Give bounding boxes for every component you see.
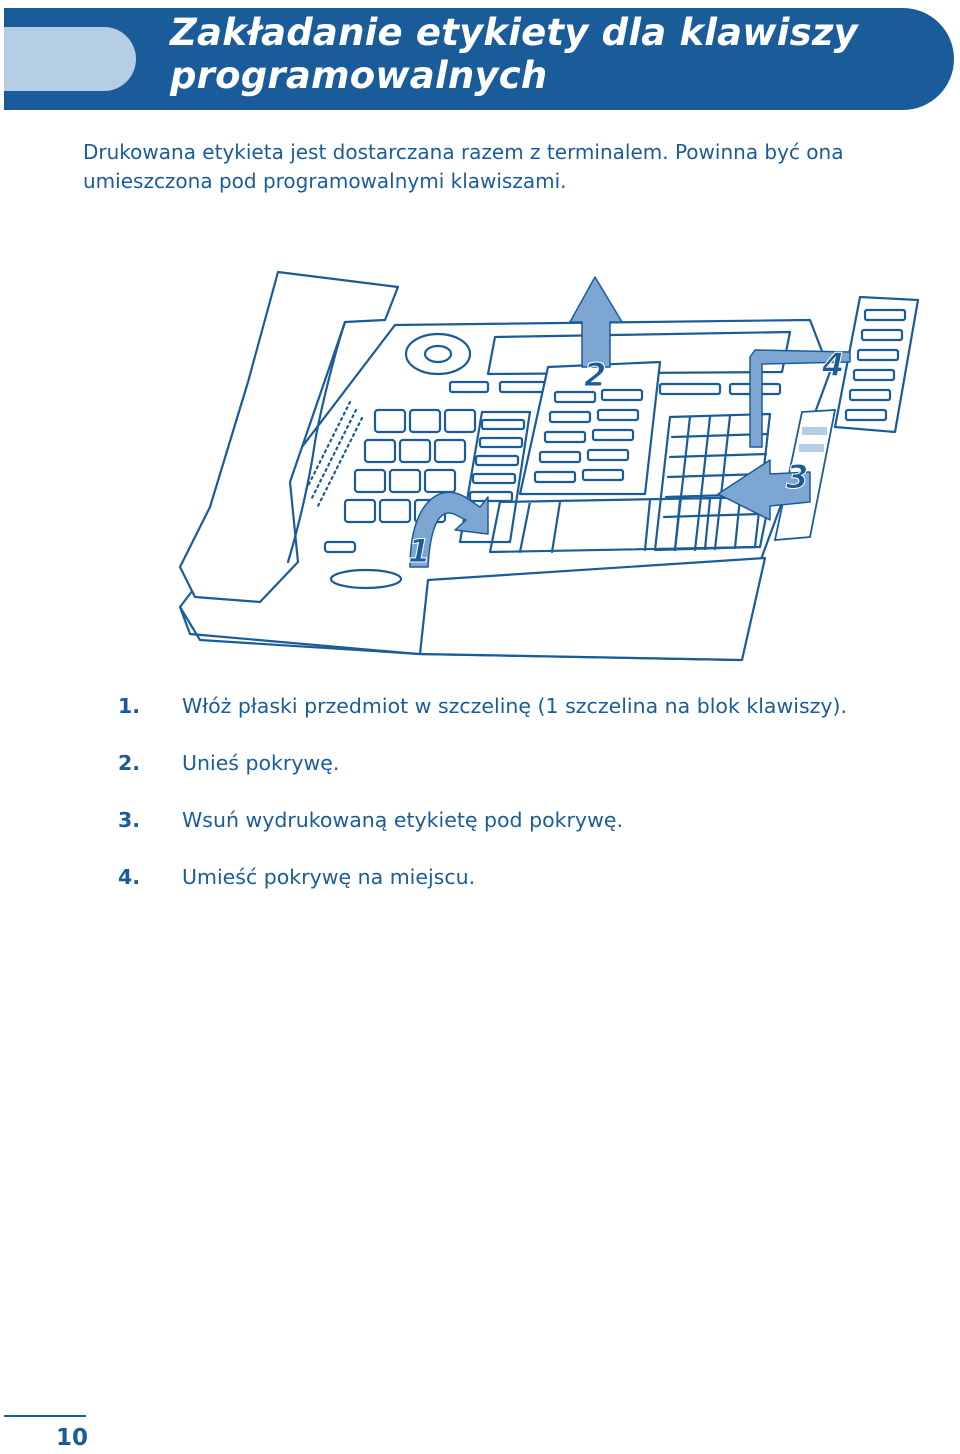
handset-icon <box>178 270 400 604</box>
step-text: Umieść pokrywę na miejscu. <box>182 865 476 889</box>
key-grid-columns <box>653 412 772 552</box>
instruction-arrows <box>409 276 851 568</box>
key-cover-right <box>833 295 920 434</box>
step-number: 1. <box>118 694 141 718</box>
footer-rule <box>4 1415 86 1417</box>
page-number: 10 <box>56 1425 89 1451</box>
navigator-center <box>423 344 453 364</box>
function-key <box>658 382 722 396</box>
phone-base-edge <box>178 605 420 656</box>
page-title: Zakładanie etykiety dla klawiszy program… <box>170 11 858 97</box>
programmable-keys-left <box>458 410 532 544</box>
step-text: Wsuń wydrukowaną etykietę pod pokrywę. <box>182 808 623 832</box>
callout-3: 3 <box>786 458 808 496</box>
intro-line-2: umieszczona pod programowalnymi klawisza… <box>83 169 567 193</box>
lifted-key-cover <box>518 360 662 496</box>
step-number: 4. <box>118 865 141 889</box>
volume-key <box>329 568 403 590</box>
arrow-place-icon <box>749 349 851 448</box>
speaker-grille <box>303 400 364 510</box>
display-recess <box>486 330 792 376</box>
page-title-line-2: programowalnych <box>170 54 548 97</box>
intro-paragraph: Drukowana etykieta jest dostarczana raze… <box>83 138 923 196</box>
step-text: Unieś pokrywę. <box>182 751 340 775</box>
header-band <box>4 8 954 110</box>
step-number: 3. <box>118 808 141 832</box>
phone-front-panel <box>418 556 767 662</box>
arrow-lift-icon <box>569 276 623 368</box>
arrow-slide-icon <box>717 459 811 521</box>
intro-line-1: Drukowana etykieta jest dostarczana raze… <box>83 140 844 164</box>
phone-label-illustration: 1 2 3 4 <box>178 270 920 662</box>
callout-2: 2 <box>584 356 606 394</box>
arrow-slot-icon <box>409 491 489 568</box>
function-key <box>448 380 490 394</box>
step-text: Włóż płaski przedmiot w szczelinę (1 szc… <box>182 694 848 718</box>
dial-keypad <box>343 408 477 524</box>
page-title-line-1: Zakładanie etykiety dla klawiszy <box>170 11 858 54</box>
step-number: 2. <box>118 751 141 775</box>
callout-4: 4 <box>821 346 844 384</box>
handsfree-key <box>323 540 357 554</box>
handset-inner-curve <box>286 320 347 564</box>
callout-1: 1 <box>408 532 430 570</box>
header-tab-decoration <box>4 27 136 91</box>
